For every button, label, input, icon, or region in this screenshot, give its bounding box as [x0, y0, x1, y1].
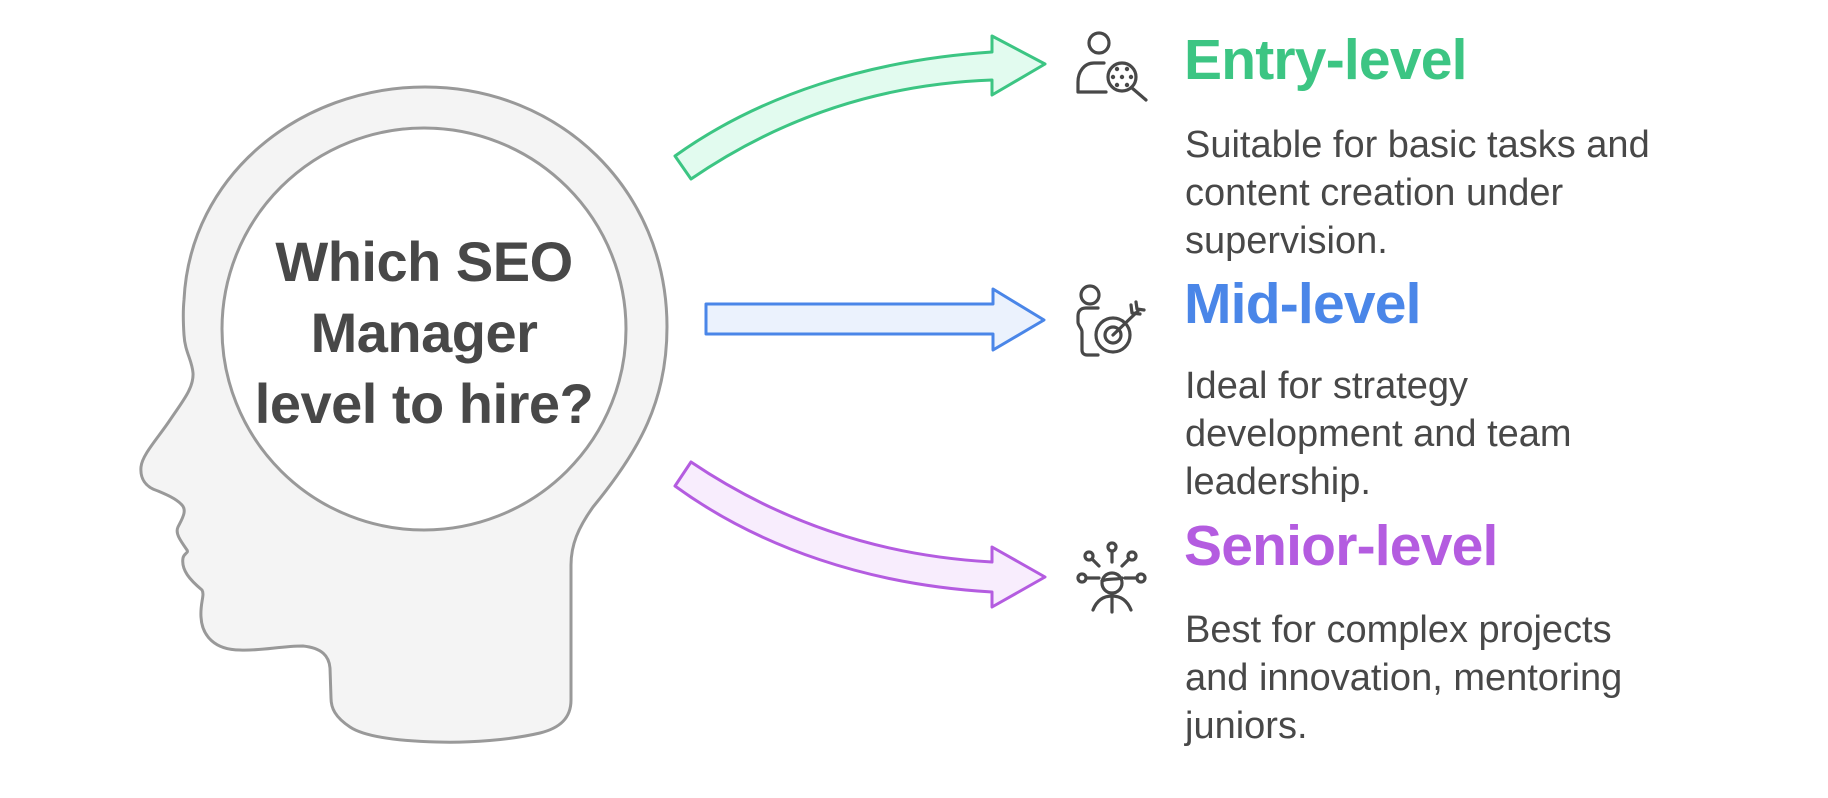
arrow-mid-level [704, 287, 1046, 352]
question-line-3: level to hire? [254, 372, 594, 435]
arrow-entry-level [673, 34, 1047, 181]
person-network-icon [1076, 541, 1147, 614]
description-line: development and team [1185, 413, 1572, 455]
description-line: leadership. [1185, 461, 1371, 503]
arrow-senior-level [673, 460, 1047, 609]
person-target-icon [1076, 284, 1146, 357]
option-title-mid-level: Mid-level [1184, 272, 1422, 336]
description-line: and innovation, mentoring [1185, 657, 1623, 699]
question-line-2: Manager [310, 301, 538, 364]
option-title-entry-level: Entry-level [1184, 28, 1467, 92]
description-line: Ideal for strategy [1185, 365, 1469, 407]
description-line: Best for complex projects [1185, 609, 1612, 651]
thought-circle [220, 126, 628, 532]
option-description-senior-level: Best for complex projects and innovation… [1185, 606, 1705, 750]
option-description-entry-level: Suitable for basic tasks and content cre… [1185, 121, 1705, 265]
description-line: supervision. [1185, 220, 1388, 262]
person-search-icon [1076, 31, 1148, 102]
description-line: content creation under [1185, 172, 1564, 214]
question-line-1: Which SEO [275, 230, 573, 293]
option-title-senior-level: Senior-level [1184, 514, 1498, 578]
option-description-mid-level: Ideal for strategy development and team … [1185, 362, 1705, 506]
central-question: Which SEO Manager level to hire? [224, 226, 624, 439]
description-line: Suitable for basic tasks and [1185, 124, 1650, 166]
description-line: juniors. [1185, 705, 1308, 747]
